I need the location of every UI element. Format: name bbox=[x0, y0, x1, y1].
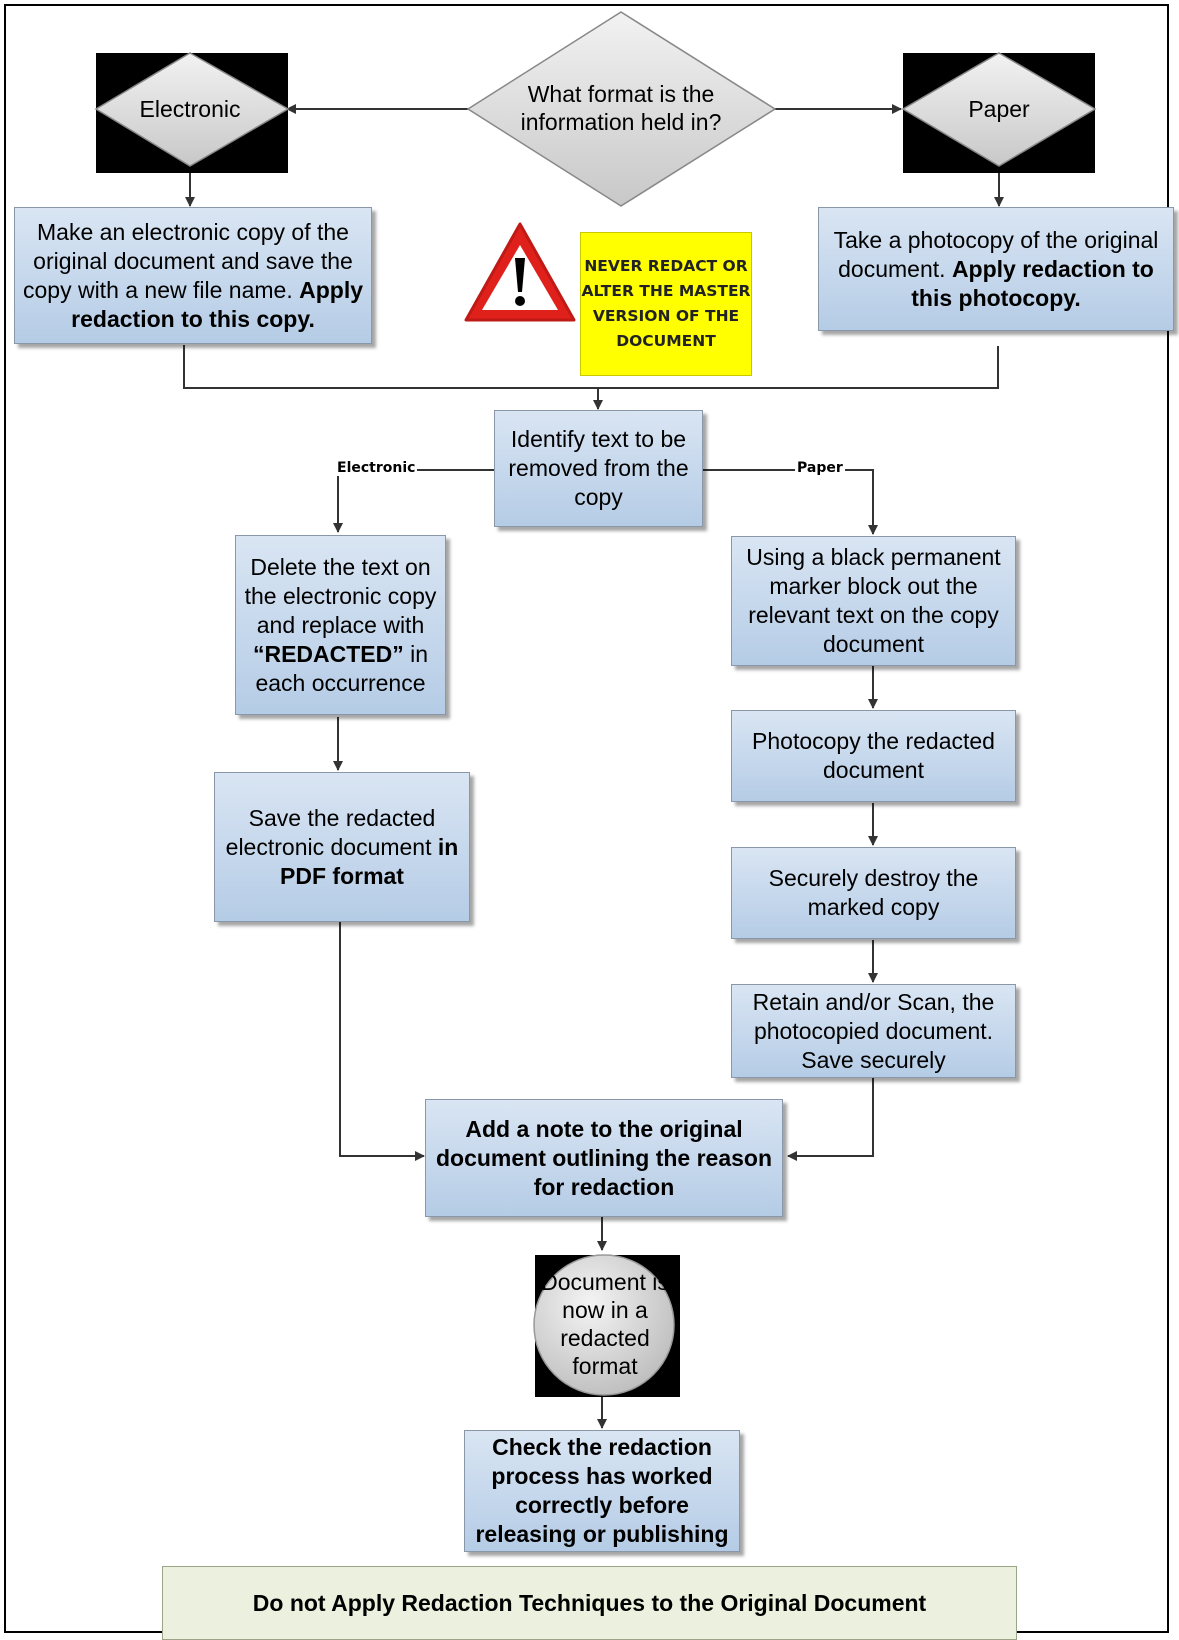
decision-diamond bbox=[466, 11, 777, 207]
end-circle bbox=[533, 1254, 675, 1396]
decision-label: What format is the information held in? bbox=[520, 81, 722, 135]
destroy-step: Securely destroy the marked copy bbox=[731, 847, 1016, 939]
electronic-diamond bbox=[94, 52, 290, 167]
delete-text-text: Delete the text on the electronic copy a… bbox=[244, 553, 437, 638]
paper-diamond bbox=[901, 52, 1097, 167]
paper-copy-bold: Apply redaction to this photocopy. bbox=[911, 255, 1154, 311]
add-note-step: Add a note to the original document outl… bbox=[425, 1099, 783, 1217]
save-pdf-bold: in PDF format bbox=[280, 833, 459, 889]
delete-text-tail: in each occurrence bbox=[255, 640, 429, 696]
end-state-label: Document is now in a redacted format bbox=[541, 1269, 669, 1379]
warning-note: NEVER REDACT OR ALTER THE MASTER VERSION… bbox=[580, 232, 752, 376]
electronic-copy-bold: Apply redaction to this copy. bbox=[71, 276, 364, 332]
paper-copy-text: Take a photocopy of the original documen… bbox=[833, 226, 1159, 282]
merge-line bbox=[183, 345, 999, 389]
paper-copy-step: Take a photocopy of the original documen… bbox=[818, 207, 1174, 331]
delete-text-bold: “REDACTED” bbox=[252, 640, 404, 667]
delete-text-step: Delete the text on the electronic copy a… bbox=[235, 535, 446, 715]
footer-banner: Do not Apply Redaction Techniques to the… bbox=[162, 1566, 1017, 1640]
check-step: Check the redaction process has worked c… bbox=[464, 1430, 740, 1552]
electronic-copy-step: Make an electronic copy of the original … bbox=[14, 207, 372, 344]
arrow-electronic-branch bbox=[333, 469, 495, 533]
electronic-copy-text: Make an electronic copy of the original … bbox=[22, 218, 353, 303]
arrow-retain-to-note bbox=[787, 1078, 874, 1161]
paper-label: Paper bbox=[968, 96, 1030, 122]
retain-step: Retain and/or Scan, the photocopied docu… bbox=[731, 984, 1016, 1078]
warning-triangle-icon bbox=[464, 222, 576, 322]
arrow-pdf-to-note bbox=[339, 922, 425, 1161]
edge-label-electronic: Electronic bbox=[335, 460, 418, 476]
save-pdf-text: Save the redacted electronic document bbox=[225, 804, 436, 860]
photocopy-redacted-step: Photocopy the redacted document bbox=[731, 710, 1016, 802]
identify-step: Identify text to be removed from the cop… bbox=[494, 410, 703, 527]
connectors bbox=[183, 104, 1004, 1429]
save-pdf-step: Save the redacted electronic document in… bbox=[214, 772, 470, 922]
marker-step: Using a black permanent marker block out… bbox=[731, 536, 1016, 666]
arrow-paper-branch bbox=[702, 469, 878, 535]
edge-label-paper: Paper bbox=[795, 460, 845, 476]
electronic-label: Electronic bbox=[139, 96, 241, 122]
